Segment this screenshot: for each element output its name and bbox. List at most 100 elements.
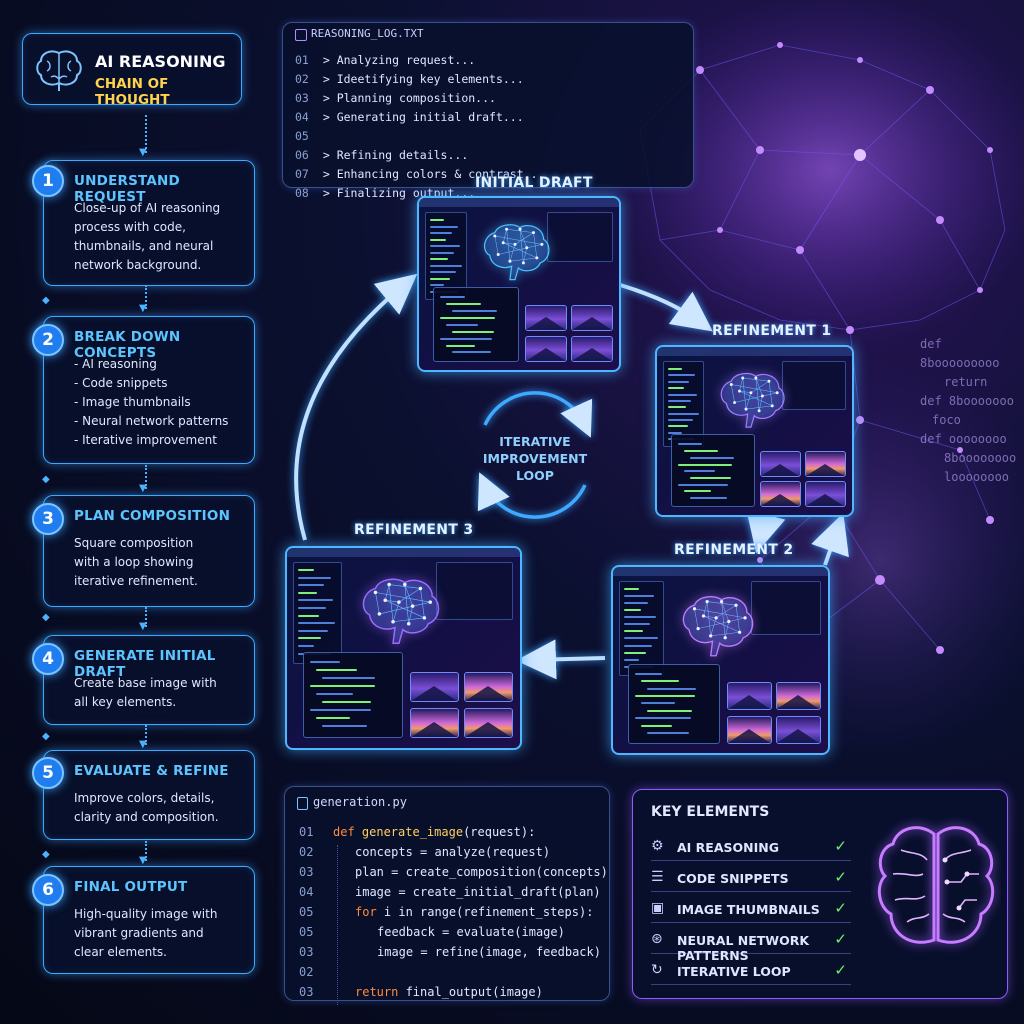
brain-circuit-icon [877,826,995,944]
step-body: - AI reasoning - Code snippets - Image t… [74,355,244,450]
step-connector [145,465,149,489]
code-bar [624,595,655,598]
log-text: > Refining details... [322,148,469,162]
info-panel [436,562,513,620]
step-title: BREAK DOWN CONCEPTS [74,329,181,361]
code-bar [668,393,698,396]
code-bar [316,717,350,719]
key-element-row: ⚙AI REASONING✓ [651,834,851,861]
code-bar [689,456,734,459]
info-panel [750,581,822,636]
side-dot-icon: ◆ [42,731,50,742]
checkmark-icon: ✓ [834,868,847,886]
log-text: > Analyzing request... [322,53,476,67]
code-bar [298,599,333,602]
code-bar [430,271,456,274]
code-bar [668,419,694,422]
concept-item: - Iterative improvement [74,433,217,447]
code-bar [298,637,322,640]
brain-icon [36,50,82,91]
code-bar [668,380,690,383]
concept-item: - AI reasoning [74,357,157,371]
line-number: 07 [295,167,309,181]
code-bar [310,709,371,711]
code-bar [430,277,450,280]
refinement-2-label: REFINEMENT 2 [674,542,794,558]
code-bar [624,644,652,647]
code-icon: ☰ [651,869,664,885]
code-bar [430,232,452,235]
arrow-down-icon: ▼ [139,147,147,158]
image-thumbnail [571,335,613,362]
gear-icon: ⚙ [651,838,664,854]
code-bar [430,245,460,248]
image-thumbnail [571,304,613,331]
code-text: image = refine(image, feedback) [377,945,601,959]
arrow-down-icon: ▼ [139,303,147,314]
file-icon [295,29,307,41]
image-thumbnail [760,451,802,477]
code-bar [641,702,676,705]
step-3: PLAN COMPOSITION Square composition with… [43,495,255,607]
code-line: return final_output(image) [355,985,543,999]
log-line: 06> Refining details... [295,146,544,165]
step-title: EVALUATE & REFINE [74,763,229,779]
initial-draft-window [417,196,621,372]
step-title: PLAN COMPOSITION [74,508,231,524]
mountain-shape [777,695,820,710]
code-bar [677,463,732,466]
code-bar [647,732,689,735]
log-line: 04> Generating initial draft... [295,108,544,127]
arrow-down-icon: ▼ [139,855,147,866]
step-connector [145,115,149,153]
mountain-shape [572,347,612,361]
key-element-row: ↻ITERATIVE LOOP✓ [651,958,851,985]
code-bar [668,368,682,370]
loop-circle-arc-top [483,391,593,438]
code-line: concepts = analyze(request) [355,845,550,859]
concept-item: - Image thumbnails [74,395,191,409]
reasoning-log-panel: REASONING_LOG.TXT 01> Analyzing request.… [282,22,694,200]
image-thumbnail [776,715,822,744]
refinement-1-window [655,345,854,517]
line-number: 03 [299,985,314,999]
line-number: 02 [299,965,314,979]
brain-network-icon [362,578,440,645]
code-bar [677,483,729,486]
code-bar [298,576,331,579]
loop-center-label: ITERATIVE IMPROVEMENT LOOP [480,433,590,484]
log-lines: 01> Analyzing request...02> Ideetifying … [295,51,544,203]
mountain-shape [526,316,566,330]
code-bar [677,443,703,446]
python-file-icon [297,797,308,810]
step-title: UNDERSTAND REQUEST [74,173,180,205]
image-thumbnail [726,715,772,744]
image-thumbnail [805,451,847,477]
code-bar [310,661,340,663]
key-element-row: ☰CODE SNIPPETS✓ [651,865,851,892]
code-line: image = create_initial_draft(plan) [355,885,601,899]
line-number: 03 [295,91,309,105]
code-text: i in range(refinement_steps): [383,905,594,919]
code-block [628,663,721,744]
window-titlebar [657,347,852,356]
arrow-down-icon: ▼ [139,483,147,494]
indent-guide [337,845,338,1005]
line-number: 04 [299,885,314,899]
code-bar [624,602,648,605]
code-bar [641,724,672,727]
background-code-line: def 8booooooo [920,394,1014,408]
code-bar [624,658,640,661]
log-line: 03> Planning composition... [295,89,544,108]
code-text: feedback = evaluate(image) [377,925,565,939]
key-element-label: NEURAL NETWORK PATTERNS [677,933,810,963]
mountain-shape [411,722,458,737]
image-thumbnail [525,304,567,331]
step-title: FINAL OUTPUT [74,879,188,895]
code-block [670,434,755,507]
key-element-row: ▣IMAGE THUMBNAILS✓ [651,896,851,923]
image-thumbnail [726,682,772,711]
code-bar [446,303,482,306]
code-bar [298,614,319,617]
code-keyword: return [355,985,406,999]
